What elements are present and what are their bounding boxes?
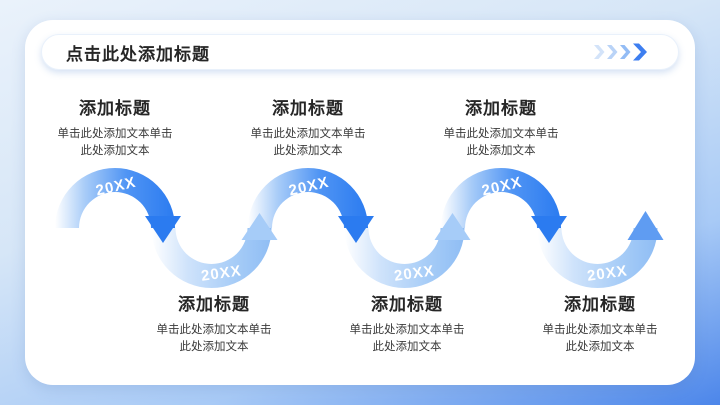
milestone-text-block-bottom-1[interactable]: 添加标题 单击此处添加文本单击 此处添加文本 — [122, 290, 306, 357]
milestone-body: 单击此处添加文本单击 此处添加文本 — [156, 324, 272, 354]
milestone-text-block-top-1[interactable]: 添加标题 单击此处添加文本单击 此处添加文本 — [23, 94, 207, 161]
milestone-title: 添加标题 — [564, 295, 636, 314]
milestone-title: 添加标题 — [272, 99, 344, 118]
milestone-body: 单击此处添加文本单击 此处添加文本 — [250, 128, 366, 158]
milestone-body: 单击此处添加文本单击 此处添加文本 — [57, 128, 173, 158]
slide-title: 点击此处添加标题 — [66, 44, 210, 64]
milestone-title: 添加标题 — [465, 99, 537, 118]
milestone-text-block-bottom-2[interactable]: 添加标题 单击此处添加文本单击 此处添加文本 — [315, 290, 499, 357]
milestone-body: 单击此处添加文本单击 此处添加文本 — [443, 128, 559, 158]
milestone-title: 添加标题 — [79, 99, 151, 118]
milestone-title: 添加标题 — [371, 295, 443, 314]
milestone-text-block-top-3[interactable]: 添加标题 单击此处添加文本单击 此处添加文本 — [409, 94, 593, 161]
milestone-text-block-top-2[interactable]: 添加标题 单击此处添加文本单击 此处添加文本 — [216, 94, 400, 161]
milestone-title: 添加标题 — [178, 295, 250, 314]
milestone-body: 单击此处添加文本单击 此处添加文本 — [542, 324, 658, 354]
milestone-text-block-bottom-3[interactable]: 添加标题 单击此处添加文本单击 此处添加文本 — [508, 290, 692, 357]
title-bar[interactable]: 点击此处添加标题 — [41, 34, 679, 70]
forward-chevrons-icon — [594, 43, 647, 61]
milestone-body: 单击此处添加文本单击 此处添加文本 — [349, 324, 465, 354]
